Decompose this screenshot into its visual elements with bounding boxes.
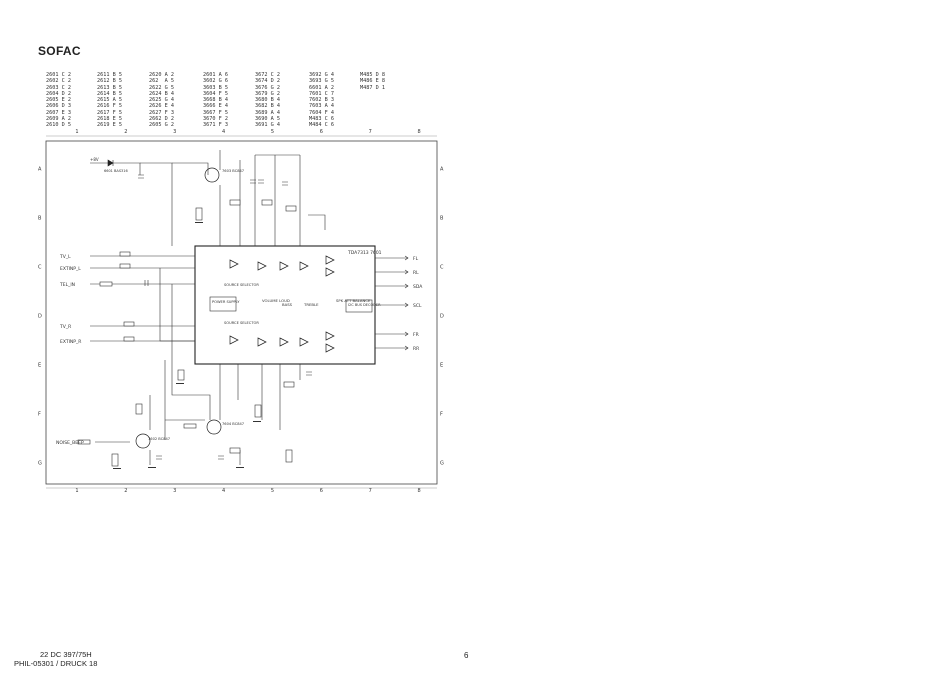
grid-row-label: E bbox=[38, 362, 41, 368]
capacitors bbox=[138, 174, 312, 460]
grid-column-label: 5 bbox=[271, 488, 274, 494]
input-tv-r: TV_R bbox=[59, 324, 71, 330]
grid-row-label: F bbox=[38, 411, 41, 417]
grid-column-label: 3 bbox=[173, 488, 176, 494]
output-scl: SCL bbox=[413, 303, 422, 309]
parts-column-6: 3692 G 4 3693 G 5 6601 A 2 7601 C 7 7602… bbox=[309, 72, 334, 129]
transistor-7604-label: 7604 BC847 bbox=[222, 422, 244, 426]
input-tel: TEL_IN bbox=[59, 282, 75, 288]
grid-column-label: 8 bbox=[417, 488, 420, 494]
output-sda: SDA bbox=[413, 284, 423, 290]
parts-column-5: 3672 C 2 3674 D 2 3676 G 2 3679 G 2 3680… bbox=[255, 72, 280, 129]
transistors bbox=[135, 167, 222, 449]
transistor-7602-label: 7602 BC847 bbox=[148, 437, 170, 441]
grid-row-label: C bbox=[440, 264, 444, 270]
grid-row-label: B bbox=[440, 215, 444, 221]
transistor-7604-icon bbox=[206, 419, 222, 435]
source-selector-bottom-label: SOURCE SELECTOR bbox=[224, 321, 259, 325]
power-supply-label: POWER SUPPLY bbox=[212, 300, 240, 304]
grid-row-label: D bbox=[38, 313, 42, 319]
output-rr: RR bbox=[413, 346, 419, 352]
grid-column-label: 5 bbox=[271, 129, 274, 135]
volume-loud-label: VOLUME LOUD bbox=[262, 298, 290, 303]
grid-row-label: F bbox=[440, 411, 443, 417]
power-supply-block bbox=[209, 296, 237, 312]
grid-column-label: 8 bbox=[417, 129, 420, 135]
parts-column-1: 2601 C 2 2602 C 2 2603 C 2 2604 D 2 2605… bbox=[46, 72, 71, 129]
diode-label: 6601 BAS316 bbox=[104, 169, 128, 173]
grid-column-label: 6 bbox=[320, 129, 323, 135]
grid-column-label: 2 bbox=[124, 488, 127, 494]
grid-column-label: 7 bbox=[369, 129, 372, 135]
grid-row-label: C bbox=[38, 264, 42, 270]
grid-row-label: E bbox=[440, 362, 443, 368]
grid-row-label: G bbox=[440, 460, 444, 466]
grid-column-label: 2 bbox=[124, 129, 127, 135]
grid-row-label: D bbox=[440, 313, 444, 319]
i2c-decoder-block bbox=[345, 299, 373, 313]
footer-left: 22 DC 397/75H PHIL-05301 / DRUCK 18 bbox=[14, 650, 98, 668]
grid-row-label: G bbox=[38, 460, 42, 466]
treble-label: TREBLE bbox=[303, 302, 319, 307]
transistor-7602-icon bbox=[135, 433, 151, 449]
output-fr: FR bbox=[413, 332, 419, 338]
transistor-7603-label: 7603 BC847 bbox=[222, 169, 244, 173]
output-rl: RL bbox=[413, 270, 419, 276]
schematic-frame bbox=[45, 140, 438, 485]
spk-att-balance-label: SPK ATT BALANCE bbox=[336, 298, 371, 303]
parts-column-2: 2611 B 5 2612 B 5 2613 B 5 2614 B 5 2615… bbox=[97, 72, 122, 129]
input-beep: NOISE_BEEP bbox=[56, 440, 84, 446]
output-fl: FL bbox=[413, 256, 419, 262]
grid-row-label: A bbox=[440, 166, 444, 172]
ic-amplifiers bbox=[229, 255, 335, 353]
diode-6601-icon bbox=[107, 159, 114, 167]
grid-column-label: 3 bbox=[173, 129, 176, 135]
wiring bbox=[90, 150, 400, 465]
source-selector-top-label: SOURCE SELECTOR bbox=[224, 283, 259, 287]
input-ext-l: EXTINP_L bbox=[60, 266, 81, 272]
i2c-decoder-label: I2C BUS DECODER bbox=[348, 303, 381, 307]
parts-column-4: 2601 A 6 3602 G 6 3603 B 5 3604 F 5 3668… bbox=[203, 72, 228, 129]
page-number: 6 bbox=[464, 651, 469, 660]
grid-row-label: B bbox=[38, 215, 42, 221]
supply-label: +8V bbox=[90, 157, 99, 162]
grid-column-label: 1 bbox=[75, 488, 78, 494]
grid-column-label: 4 bbox=[222, 488, 225, 494]
parts-column-3: 2620 A 2 262 A 5 2622 G 5 2624 B 4 2625 … bbox=[149, 72, 174, 129]
transistor-7603-icon bbox=[204, 167, 220, 183]
ic-label: TDA7313 7601 bbox=[347, 250, 382, 256]
input-tv-l: TV_L bbox=[59, 254, 71, 260]
components bbox=[77, 199, 297, 467]
output-arrows bbox=[400, 255, 409, 351]
parts-column-7: M485 D 8 M486 E 8 M487 D 1 bbox=[360, 72, 385, 91]
grid-column-label: 1 bbox=[75, 129, 78, 135]
footer-model: 22 DC 397/75H bbox=[40, 650, 92, 659]
ground-symbols bbox=[113, 222, 261, 469]
bass-label: BASS bbox=[282, 302, 293, 307]
grid-column-label: 4 bbox=[222, 129, 225, 135]
grid-column-label: 7 bbox=[369, 488, 372, 494]
footer-code: PHIL-05301 / DRUCK 18 bbox=[14, 658, 98, 668]
brand-title: SOFAC bbox=[38, 44, 81, 58]
input-ext-r: EXTINP_R bbox=[60, 339, 81, 345]
grid-row-label: A bbox=[38, 166, 42, 172]
grid-column-label: 6 bbox=[320, 488, 323, 494]
parts-location-table: 2601 C 2 2602 C 2 2603 C 2 2604 D 2 2605… bbox=[46, 72, 385, 128]
